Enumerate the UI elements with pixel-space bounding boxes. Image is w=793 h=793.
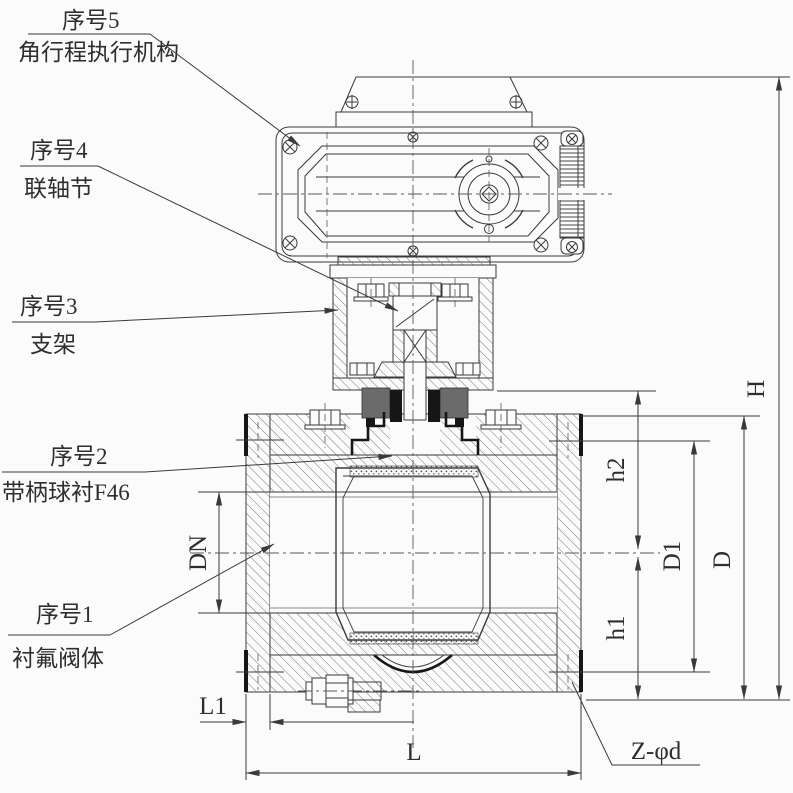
coupling: [388, 282, 442, 363]
heatsink-ribs: [558, 130, 586, 255]
valve-stem: [403, 361, 427, 421]
part-name: 角行程执行机构: [18, 40, 179, 65]
seat-ring-bottom: [349, 632, 479, 645]
bracket-left-wall: [332, 277, 348, 379]
dim-label-H: H: [743, 380, 770, 398]
body-stud-bolt-left: [304, 403, 346, 448]
bracket-bolt-right: [437, 278, 473, 308]
dimension-DN: DN: [185, 491, 270, 614]
stuffing-box: [350, 387, 480, 455]
dim-label-L1: L1: [199, 693, 227, 720]
dimension-L: L: [245, 694, 582, 780]
part-label-3: 序号3 支架: [12, 294, 339, 357]
gland-and-stem: [349, 361, 481, 421]
dim-label-h2: h2: [603, 458, 630, 483]
part-no: 序号1: [36, 602, 94, 627]
bottom-bolt: [298, 674, 420, 713]
dimension-L1: L1: [199, 693, 414, 730]
bracket-bolt-left: [353, 278, 389, 308]
dimension-h1: h1: [603, 556, 642, 700]
dimension-D1: D1: [549, 440, 710, 673]
dimension-D: D: [581, 415, 760, 700]
cap-screw-left-icon: [345, 95, 359, 109]
valve-body: [236, 403, 583, 713]
dim-label-Z-phi-d: Z-φd: [631, 738, 682, 765]
dim-label-D: D: [709, 551, 736, 569]
actuator-cap-plate: [335, 111, 533, 128]
part-label-5: 序号5 角行程执行机构: [18, 8, 301, 147]
dimension-H: H: [510, 76, 790, 701]
part-label-4: 序号4 联轴节: [20, 138, 399, 312]
part-label-2: 序号2 带柄球衬F46: [2, 444, 393, 505]
bracket: [329, 256, 497, 391]
actuator-top-cap: [340, 76, 528, 113]
part-no: 序号3: [20, 294, 78, 319]
cap-screw-right-icon: [509, 95, 523, 109]
seat-ring-top: [349, 465, 479, 478]
part-name: 衬氟阀体: [12, 646, 104, 671]
dim-label-L: L: [406, 739, 421, 766]
part-no: 序号4: [30, 138, 88, 163]
body-stud-bolt-right: [480, 403, 522, 448]
centerlines: [190, 60, 660, 748]
bore-band: [270, 492, 557, 613]
dim-label-h1: h1: [603, 616, 630, 641]
bracket-right-wall: [478, 277, 494, 379]
dimension-Z-phi-d: Z-φd: [571, 681, 700, 766]
actuator-body: [275, 76, 586, 263]
part-name: 带柄球衬F46: [2, 480, 130, 505]
part-no: 序号5: [62, 8, 120, 33]
part-name: 支架: [30, 332, 76, 357]
part-no: 序号2: [50, 444, 108, 469]
dim-label-D1: D1: [659, 541, 686, 572]
actuator-face-outline: [297, 145, 559, 243]
dimension-h2: h2: [497, 390, 656, 550]
part-name: 联轴节: [24, 176, 93, 201]
part-label-1: 序号1 衬氟阀体: [8, 543, 275, 671]
